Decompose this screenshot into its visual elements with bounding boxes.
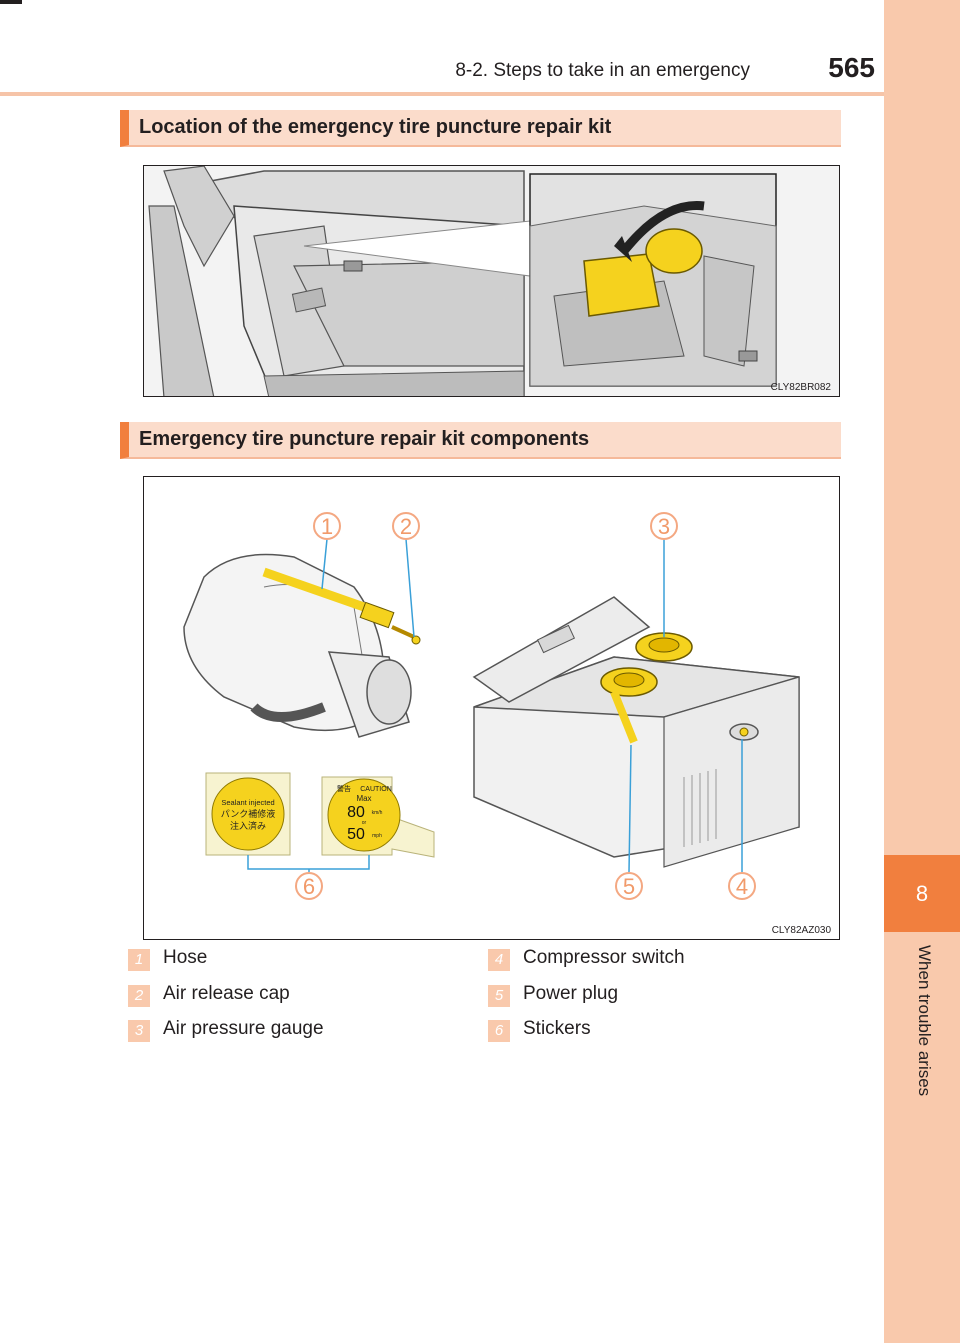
- callout-5: 5: [615, 872, 643, 900]
- section-heading-location: Location of the emergency tire puncture …: [120, 110, 841, 147]
- section-heading-components: Emergency tire puncture repair kit compo…: [120, 422, 841, 459]
- running-head: 8-2. Steps to take in an emergency: [455, 60, 750, 81]
- figure-code-components: CLY82AZ030: [771, 925, 831, 936]
- trunk-illustration: [144, 166, 839, 396]
- legend-number: 2: [128, 985, 150, 1007]
- svg-text:1: 1: [321, 514, 333, 539]
- sticker-right-warning: 警告: [337, 784, 351, 793]
- legend-number: 3: [128, 1020, 150, 1042]
- callout-1: 1: [313, 512, 341, 540]
- figure-code-location: CLY82BR082: [770, 382, 831, 393]
- sticker-right-mph-unit: mph: [372, 833, 382, 839]
- sticker-right-kmh-value: 80: [347, 804, 365, 821]
- callout-4: 4: [728, 872, 756, 900]
- sticker-right-or: or: [362, 820, 367, 826]
- legend-label: Power plug: [523, 983, 619, 1004]
- legend-label: Compressor switch: [523, 947, 685, 968]
- svg-text:4: 4: [736, 874, 748, 899]
- sticker-left-line2: パンク補修液: [221, 808, 275, 820]
- sticker-right-max: Max: [356, 794, 371, 803]
- svg-text:5: 5: [623, 874, 635, 899]
- legend-number: 1: [128, 949, 150, 971]
- legend-label: Hose: [163, 947, 208, 968]
- kit-illustration: Sealant injected パンク補修液 注入済み 警告 CAUTION …: [144, 477, 839, 939]
- svg-text:2: 2: [400, 514, 412, 539]
- legend-number: 6: [488, 1020, 510, 1042]
- sticker-right-caution: CAUTION: [360, 786, 392, 793]
- sticker-right-mph-value: 50: [347, 826, 365, 843]
- header-rule: [0, 92, 884, 96]
- crop-mark-left: [0, 0, 22, 4]
- page-number: 565: [828, 52, 875, 83]
- callout-2: 2: [392, 512, 420, 540]
- svg-text:6: 6: [303, 874, 315, 899]
- chapter-title: When trouble arises: [915, 945, 934, 1097]
- legend-label: Air pressure gauge: [163, 1018, 324, 1039]
- sticker-left-line1: Sealant injected: [221, 798, 274, 807]
- compressor-box: [472, 596, 800, 868]
- legend-label: Air release cap: [163, 983, 290, 1004]
- legend-number: 5: [488, 985, 510, 1007]
- chapter-side-tab: [884, 0, 960, 1343]
- legend-label: Stickers: [523, 1018, 591, 1039]
- sticker-right-kmh-unit: km/h: [372, 810, 383, 816]
- kit-components-figure: Sealant injected パンク補修液 注入済み 警告 CAUTION …: [143, 476, 840, 940]
- svg-text:3: 3: [658, 514, 670, 539]
- legend-number: 4: [488, 949, 510, 971]
- leader-lines: [247, 538, 743, 873]
- callout-6: 6: [295, 872, 323, 900]
- hose: [262, 567, 421, 645]
- sticker-left-line3: 注入済み: [230, 820, 266, 832]
- stickers: Sealant injected パンク補修液 注入済み 警告 CAUTION …: [205, 772, 435, 858]
- chapter-number: 8: [884, 855, 960, 932]
- callout-3: 3: [650, 512, 678, 540]
- trunk-location-figure: CLY82BR082: [143, 165, 840, 397]
